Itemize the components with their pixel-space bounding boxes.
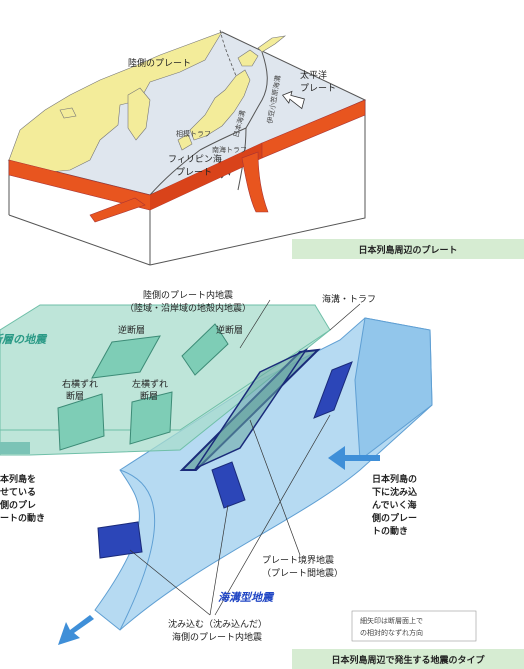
pacific-subducting-slab (241, 151, 269, 213)
oceanic-push-arrow (328, 446, 380, 470)
leader-boundary (249, 419, 301, 556)
oceanic-plate-side (354, 317, 433, 461)
caption-bottom: 日本列島周辺で発生する地震のタイプ (331, 654, 485, 666)
slab-fault-plane-upper (313, 361, 353, 419)
right-lateral-fault-plane (57, 393, 105, 451)
oceanic-slab-edge (119, 469, 156, 631)
label-pacific-plate-l2: プレート (300, 83, 336, 94)
block-frame-bottom (8, 214, 151, 266)
label-continental-plate: 陸側のプレート (128, 57, 191, 69)
label-subduct-l2: 下に沈み込 (372, 486, 417, 498)
label-subduct-l3: んでいく海 (372, 499, 417, 511)
label-push-l3: 側のプレ (0, 499, 36, 511)
korean-peninsula (127, 87, 151, 141)
kuril-islands (257, 35, 287, 53)
plate-boundary-fault-plane-fill (193, 348, 309, 470)
leader-trench (329, 303, 361, 331)
japan-trench-line (245, 51, 268, 129)
crust-side-face (150, 143, 262, 210)
label-subduct-l1: 日本列島の (372, 473, 417, 485)
label-right-lateral-l2: 断層 (66, 390, 84, 402)
leader-inland (239, 299, 271, 349)
label-push-l1: 本列島を (0, 473, 36, 485)
caption-bottom-box (292, 649, 524, 669)
honshu (189, 69, 251, 141)
slab-descent-arrow (58, 615, 94, 645)
label-ocean-type: 海溝型地震 (218, 591, 275, 604)
note-l1: 細矢印は断層面上で (360, 616, 423, 625)
label-left-lateral-l2: 断層 (140, 390, 158, 402)
label-philippine-plate-l1: フィリピン海 (168, 153, 222, 165)
label-nankai-trough: 南海トラフ (212, 145, 247, 154)
reverse-fault-right-plane (181, 323, 229, 376)
label-subduct-l4: 側のプレー (371, 512, 417, 524)
label-boundary-l1: プレート境界地震 (262, 554, 334, 566)
label-slab-l2: 海側のプレート内地震 (172, 631, 262, 643)
pacific-plate-arrow (281, 90, 305, 110)
label-sagami-trough: 相模トラフ (176, 129, 211, 138)
label-active-fault: 活断層の地震 (0, 333, 48, 346)
china-coast-island (59, 107, 77, 119)
leader-slab-lower (129, 549, 211, 616)
oceanic-plate-slab (94, 317, 433, 631)
block-frame-back (149, 100, 366, 266)
note-box (351, 610, 477, 642)
slab-fault-plane-middle (211, 461, 246, 509)
label-philippine-plate-l2: プレート (176, 167, 212, 178)
label-push-l4: ートの動き (0, 512, 45, 524)
reverse-fault-left-plane (91, 335, 161, 379)
kyushu (177, 133, 193, 151)
slab-fault-plane-lower (97, 521, 143, 559)
label-pacific-plate-l1: 太平洋 (300, 69, 327, 81)
earthquake-type-diagram (0, 299, 433, 645)
label-boundary-l2: （プレート間地震） (262, 567, 343, 579)
label-push-l2: せている (0, 487, 36, 498)
note-l2: の相対的なずれ方向 (360, 628, 423, 637)
label-inland-l1: 陸側のプレート内地震 (143, 289, 233, 301)
label-reverse-left: 逆断層 (118, 324, 145, 336)
continental-push-arrow (0, 442, 30, 454)
label-reverse-right: 逆断層 (216, 324, 243, 336)
philippine-subducting-slab (89, 197, 146, 223)
leader-slab-upper (214, 414, 331, 616)
label-trench: 海溝・トラフ (322, 293, 376, 305)
ryukyu-trench-line (149, 149, 201, 196)
label-subduct-l5: トの動き (372, 525, 408, 537)
label-right-lateral-l1: 右横ずれ (62, 378, 98, 390)
pacific-plate-edge (261, 99, 366, 159)
plate-boundary-dashed (219, 29, 237, 77)
label-inland-l2: （陸域・沿岸域の地殻内地震） (125, 302, 251, 314)
asian-continent (8, 31, 223, 173)
caption-top-box (292, 239, 524, 259)
plate-block-diagram (7, 29, 367, 266)
label-slab-l1: 沈み込む（沈み込んだ） (168, 618, 267, 630)
hokkaido (237, 49, 259, 67)
caption-top: 日本列島周辺のプレート (358, 244, 457, 256)
label-left-lateral-l1: 左横ずれ (132, 378, 168, 390)
nankai-trough-line (199, 127, 247, 151)
leader-slab-middle (209, 504, 229, 616)
left-lateral-fault-plane (129, 391, 173, 445)
